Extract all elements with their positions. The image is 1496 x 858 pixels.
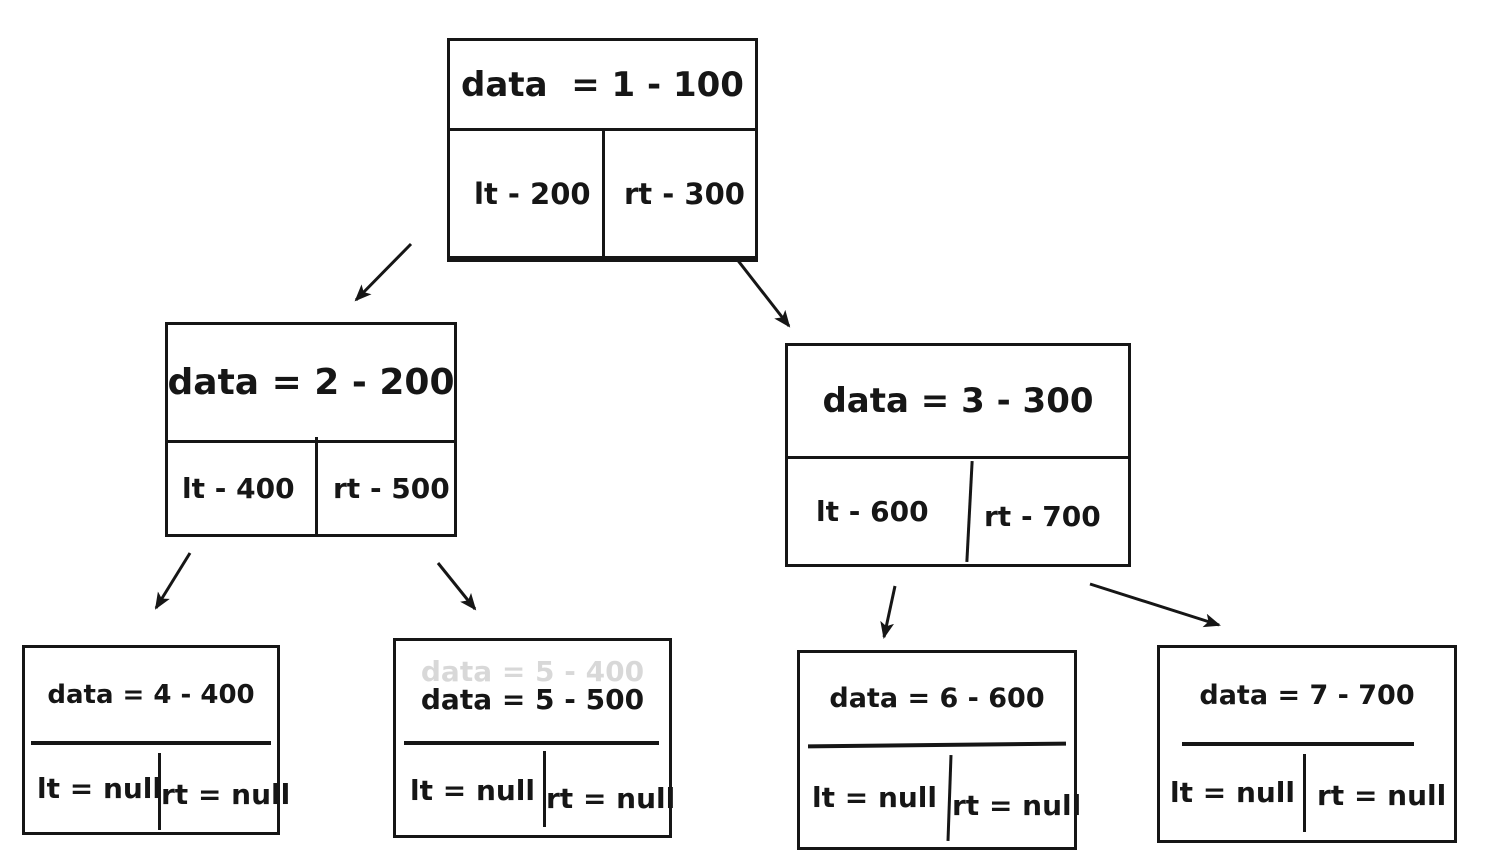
node-6-lt-label: lt = null — [812, 780, 938, 814]
edge-2-5 — [436, 562, 477, 611]
node-1-lt-label: lt - 200 — [474, 176, 591, 211]
node-5-ghost-label: data = 5 - 400 — [420, 655, 645, 688]
edge-3-6 — [880, 585, 897, 639]
node-6-rt-label: rt = null — [952, 788, 1082, 822]
tree-node-5: data = 5 - 400 data = 5 - 500 lt = null … — [393, 638, 676, 838]
tree-node-1: data = 1 - 100 lt - 200 rt - 300 — [447, 38, 758, 262]
tree-node-7: data = 7 - 700 lt = null rt = null — [1157, 645, 1457, 843]
tree-node-6: data = 6 - 600 lt = null rt = null — [797, 650, 1081, 850]
node-7-rt-label: rt = null — [1317, 779, 1447, 813]
tree-node-3: data = 3 - 300 lt - 600 rt - 700 — [785, 343, 1131, 567]
node-2-rt-label: rt - 500 — [333, 472, 450, 505]
node-5-data-label: data = 5 - 500 — [420, 682, 645, 716]
edge-2-4 — [154, 552, 192, 610]
node-3-rt-label: rt - 700 — [984, 500, 1101, 533]
node-3-data-label: data = 3 - 300 — [822, 381, 1094, 421]
tree-node-2: data = 2 - 200 lt - 400 rt - 500 — [165, 322, 457, 537]
node-7-data-label: data = 7 - 700 — [1199, 679, 1415, 711]
node-7-lt-label: lt = null — [1170, 776, 1296, 810]
tree-node-4: data = 4 - 400 lt = null rt = null — [22, 645, 290, 835]
node-4-lt-label: lt = null — [37, 772, 163, 805]
node-6-data-label: data = 6 - 600 — [829, 682, 1045, 714]
node-5-rt-label: rt = null — [546, 781, 676, 815]
node-2-lt-label: lt - 400 — [182, 472, 295, 505]
node-1-data-label: data = 1 - 100 — [461, 64, 744, 105]
node-2-data-label: data = 2 - 200 — [167, 362, 455, 403]
edge-1-2 — [354, 242, 413, 302]
node-3-lt-label: lt - 600 — [816, 495, 929, 528]
edge-3-7 — [1089, 582, 1221, 628]
node-5-lt-label: lt = null — [410, 773, 536, 807]
node-4-data-label: data = 4 - 400 — [47, 679, 255, 710]
node-4-rt-label: rt = null — [161, 778, 291, 811]
node-1-rt-label: rt - 300 — [624, 176, 745, 211]
